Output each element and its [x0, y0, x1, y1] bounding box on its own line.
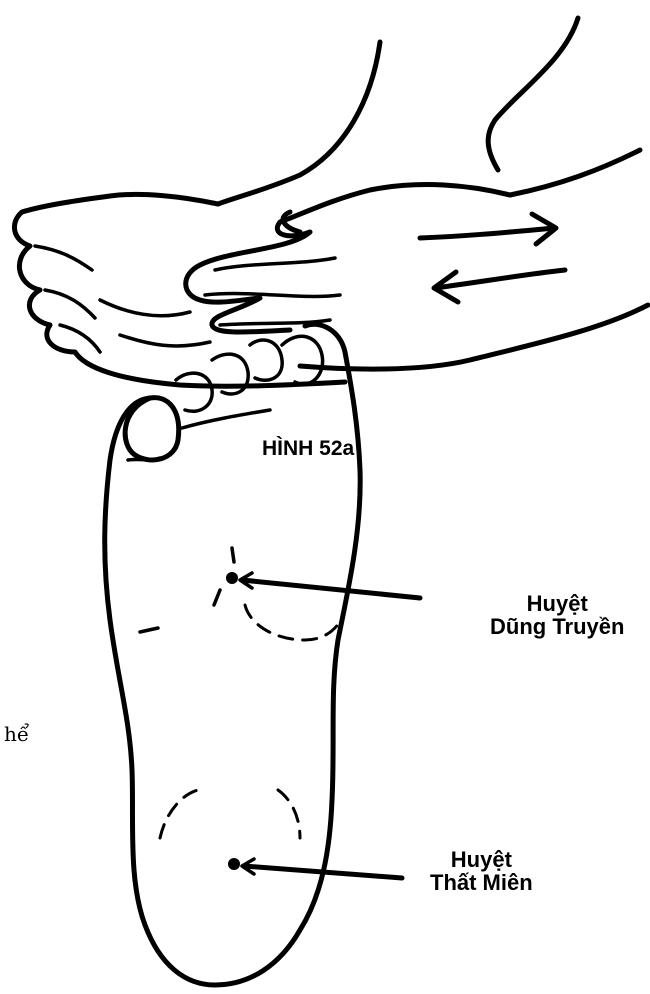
sole-outline	[105, 324, 360, 985]
label-that-mien-line1: Huyệt	[430, 848, 533, 871]
top-foot-sole-line	[100, 300, 210, 346]
acupoint-dung-truyen	[226, 572, 238, 584]
label-dung-truyen-line1: Huyệt	[490, 592, 624, 615]
label-dung-truyen: Huyệt Dũng Truyền	[490, 592, 624, 638]
top-foot-outline	[14, 194, 345, 386]
ball-dashed-arc	[245, 605, 345, 640]
sole-side-mark	[140, 628, 158, 632]
arrow-right	[420, 214, 556, 244]
hand-outline	[186, 185, 510, 332]
sole-toe-crease	[128, 410, 270, 460]
leader-line-dung-truyen	[242, 580, 420, 598]
forearm-bottom	[300, 305, 648, 369]
arm-outline-upper	[218, 42, 380, 204]
forearm-top	[510, 150, 640, 195]
arm-outline-lower	[488, 18, 578, 170]
acupoint-that-mien	[228, 858, 240, 870]
label-that-mien: Huyệt Thất Miên	[430, 848, 533, 894]
sole-toes	[176, 336, 323, 411]
arrow-left	[434, 270, 565, 302]
heel-dashed-right	[278, 790, 300, 838]
label-dung-truyen-line2: Dũng Truyền	[490, 615, 624, 638]
figure-title: HÌNH 52a	[262, 438, 354, 460]
sole-toe-1	[125, 398, 179, 460]
cropped-margin-text: hể	[4, 722, 29, 746]
heel-dashed-left	[160, 790, 198, 838]
label-that-mien-line2: Thất Miên	[430, 871, 533, 894]
